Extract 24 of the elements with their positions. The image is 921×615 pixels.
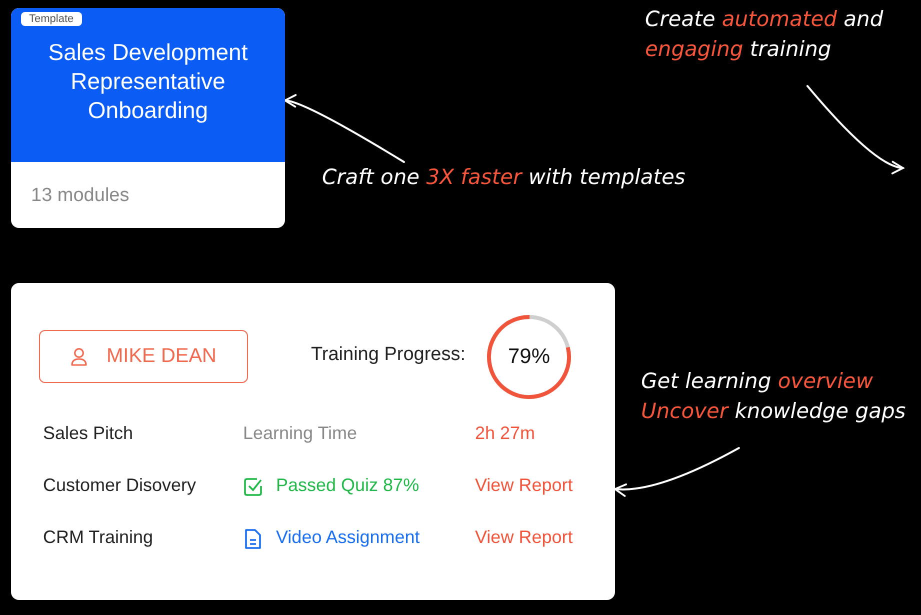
arrow [284,95,405,163]
topic-name: CRM Training [43,527,154,548]
annotation-text: Get learning overview Uncover knowledge gaps [641,366,913,448]
progress-ring [485,313,573,401]
arrow [614,447,740,496]
metric-label: Learning Time [243,423,358,444]
report-link: View Report [475,527,573,548]
name-button: MIKE DEAN [39,330,248,383]
quiz-status: Passed Quiz 87% [276,475,420,496]
progress-value: 79% [506,344,552,370]
annotation-text: Craft one 3X faster with templates [322,162,732,202]
arrow [806,85,904,174]
topic-name: Sales Pitch [43,423,134,444]
card-title: Sales Development Representative Onboarding [47,38,249,125]
progress-label: Training Progress: [311,344,466,366]
template-badge: Template [21,12,82,26]
assignment-link: Video Assignment [276,527,420,548]
template-card [11,8,285,228]
topic-name: Customer Disovery [43,475,196,496]
dashboard-panel [11,283,615,600]
annotation-text: Create automated and engaging training [645,4,907,86]
report-link: View Report [475,475,573,496]
module-count: 13 modules [31,185,130,207]
time-value: 2h 27m [475,423,536,444]
